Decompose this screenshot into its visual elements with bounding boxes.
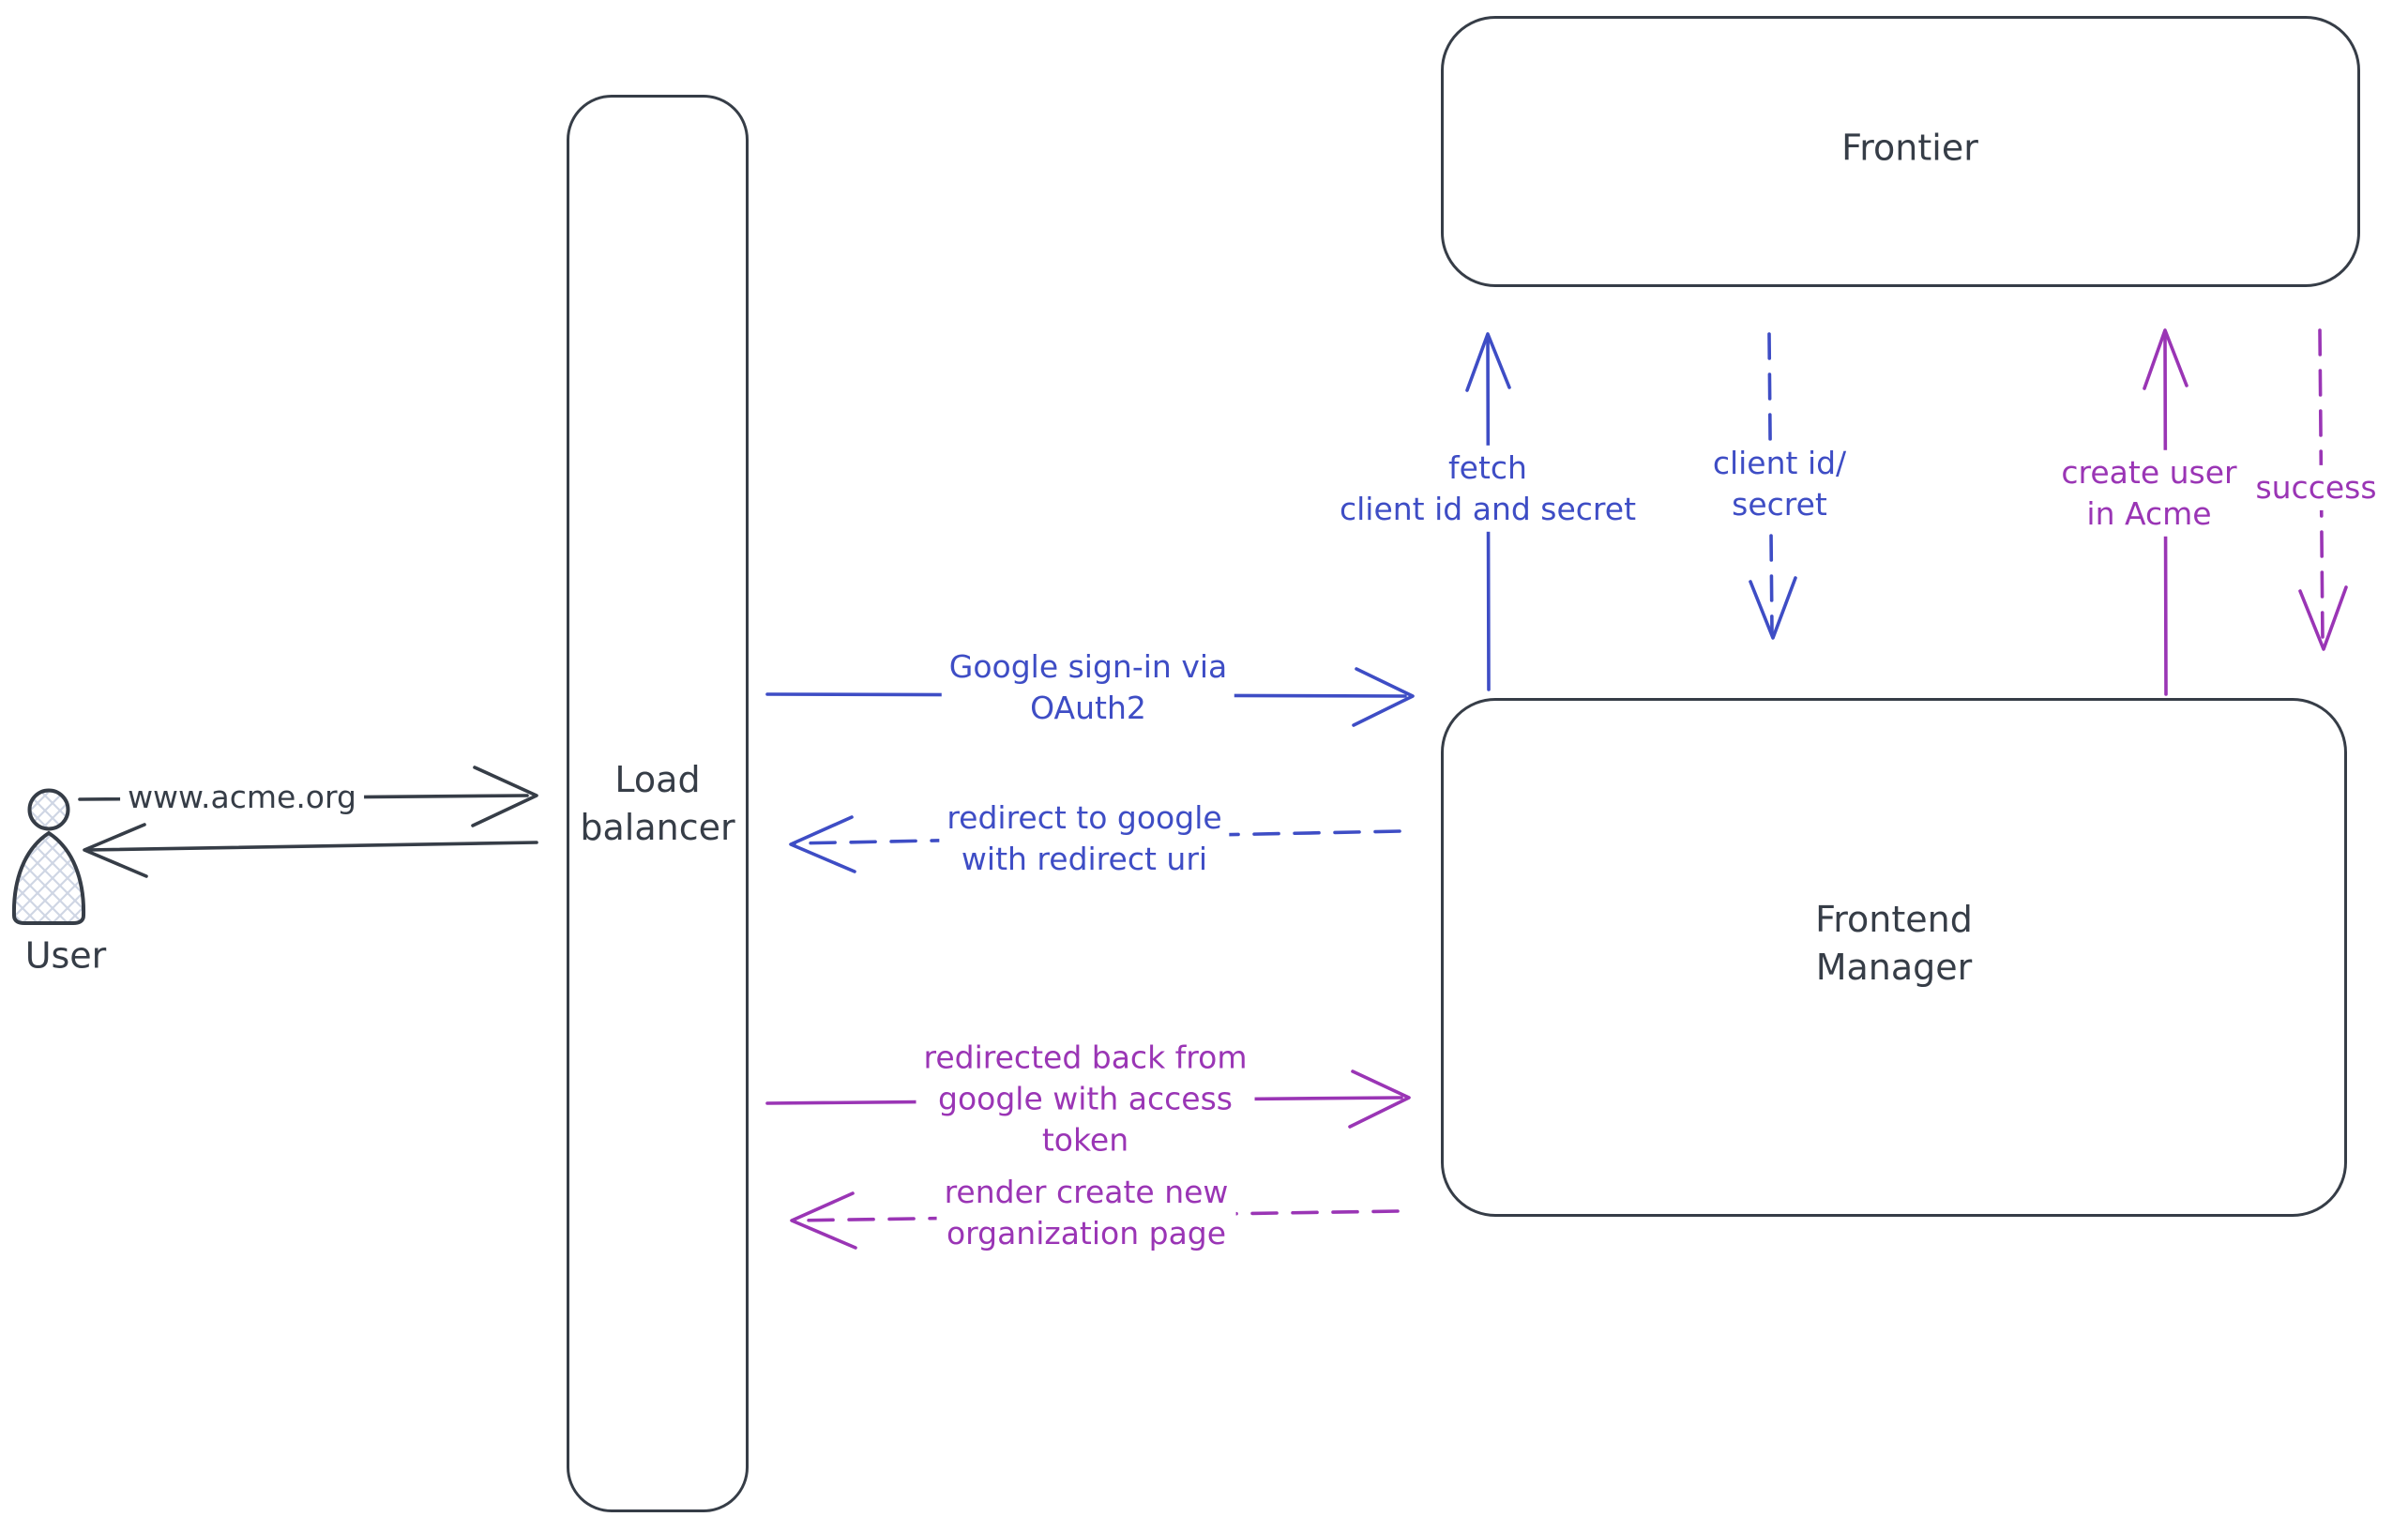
message-label-redirect-google: redirect to google with redirect uri <box>939 795 1230 883</box>
load-balancer-box <box>567 95 749 1512</box>
frontend-manager-label: Frontend Manager <box>1815 899 1973 988</box>
arrow-create-user-head <box>2143 328 2188 390</box>
arrow-success-line <box>2318 328 2325 644</box>
frontend-manager-box <box>1441 698 2347 1217</box>
arrow-client-id-secret-head <box>1749 576 1797 640</box>
message-label-create-user: create user in Acme <box>2053 449 2245 538</box>
frontier-box <box>1441 16 2360 287</box>
user-head <box>27 788 70 831</box>
arrow-response-to-user-head <box>83 823 148 878</box>
user-figure <box>11 788 86 925</box>
message-label-success: success <box>2248 464 2385 511</box>
arrow-redirected-back-head <box>1348 1069 1411 1129</box>
user-body <box>11 830 86 925</box>
arrow-success-head <box>2298 585 2348 651</box>
arrow-client-id-secret-line <box>1767 332 1774 634</box>
arrow-fetch-credentials-head <box>1465 332 1511 392</box>
arrow-response-to-user-line <box>84 841 538 852</box>
message-label-redirected-back: redirected back from google with access … <box>916 1035 1255 1164</box>
message-label-fetch-credentials: fetch client id and secret <box>1331 445 1644 533</box>
user-label: User <box>24 934 107 977</box>
message-label-acme-url: www.acme.org <box>120 774 364 821</box>
arrow-render-org-page-head <box>790 1191 857 1250</box>
arrow-www-acme-request-head <box>471 766 538 827</box>
arrow-redirect-to-google-head <box>789 815 856 873</box>
message-label-render-org-page: render create new organization page <box>936 1169 1236 1257</box>
load-balancer-label: Load balancer <box>580 759 735 848</box>
message-label-client-id-secret: client id/ secret <box>1704 440 1855 528</box>
frontier-label: Frontier <box>1841 127 1978 169</box>
message-label-google-signin: Google sign-in via OAuth2 <box>941 644 1235 732</box>
arrow-google-signin-head <box>1352 667 1415 727</box>
